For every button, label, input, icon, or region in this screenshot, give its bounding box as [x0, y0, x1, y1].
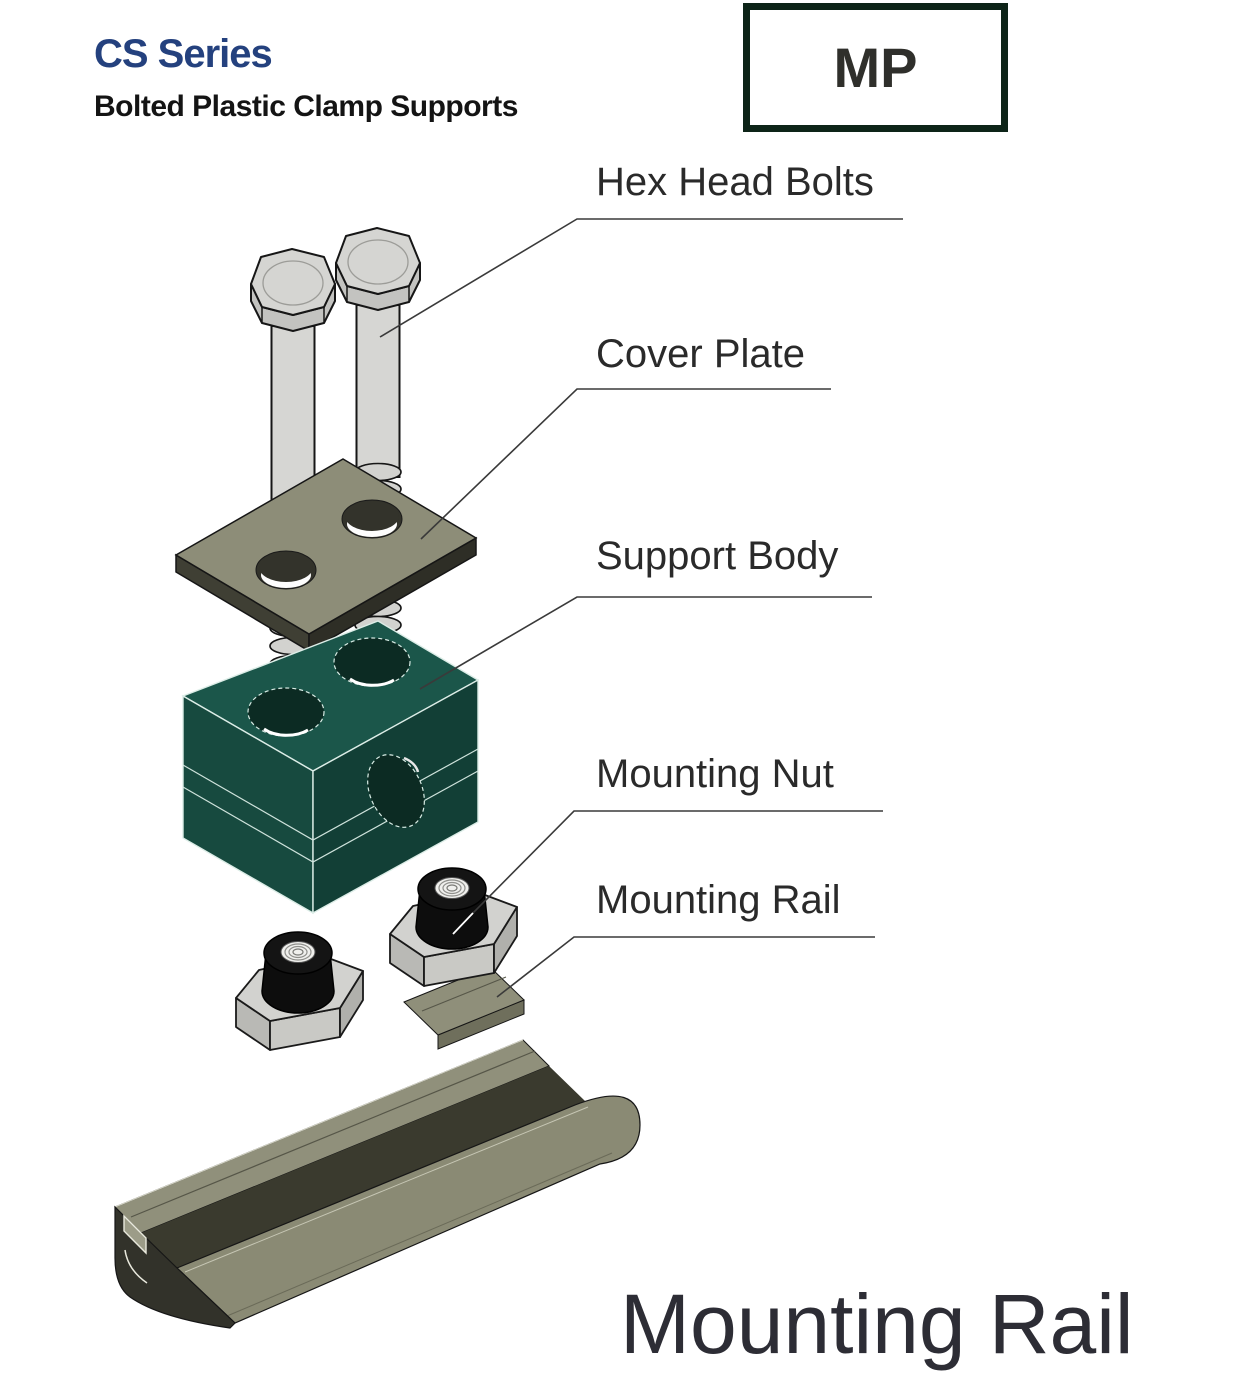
callout-leader-lines: [379, 218, 903, 998]
support-top-hole: [333, 637, 411, 687]
callout-mounting-rail: Mounting Rail: [596, 878, 841, 922]
mounting-nut-leader-tick: [452, 912, 474, 935]
bolt-shank: [355, 304, 401, 478]
plate-hole: [255, 550, 317, 590]
mounting-nut-leader: [472, 810, 883, 914]
model-badge-box: MP: [743, 3, 1008, 132]
callout-mounting-nut: Mounting Nut: [596, 752, 834, 796]
plate-top-face: [174, 458, 478, 635]
rail-end-cap-lip: [123, 1214, 148, 1284]
mounting-rail-leader: [496, 936, 875, 998]
callout-hex-head-bolts: Hex Head Bolts: [596, 160, 874, 204]
page-subtitle: Bolted Plastic Clamp Supports: [94, 90, 518, 123]
cover-plate-leader: [420, 388, 831, 540]
plate-hole: [341, 499, 403, 539]
footer-caption: Mounting Rail: [620, 1277, 1134, 1371]
rail-channel-slot: [141, 1066, 585, 1268]
model-badge-label: MP: [833, 36, 918, 99]
hex-head-bolts-leader: [379, 218, 903, 338]
callout-cover-plate: Cover Plate: [596, 332, 805, 376]
support-body: [181, 620, 480, 915]
mounting-rail: [114, 966, 641, 1329]
support-side-hole: [367, 754, 425, 828]
mounting-nut-right: [389, 867, 518, 987]
support-top-hole: [247, 687, 325, 737]
support-body-leader: [419, 596, 872, 690]
cover-plate: [174, 458, 478, 653]
rail-side-wall: [175, 1095, 641, 1324]
page-title: CS Series: [94, 32, 273, 76]
callout-support-body: Support Body: [596, 534, 839, 578]
mounting-nut-left: [235, 931, 364, 1051]
